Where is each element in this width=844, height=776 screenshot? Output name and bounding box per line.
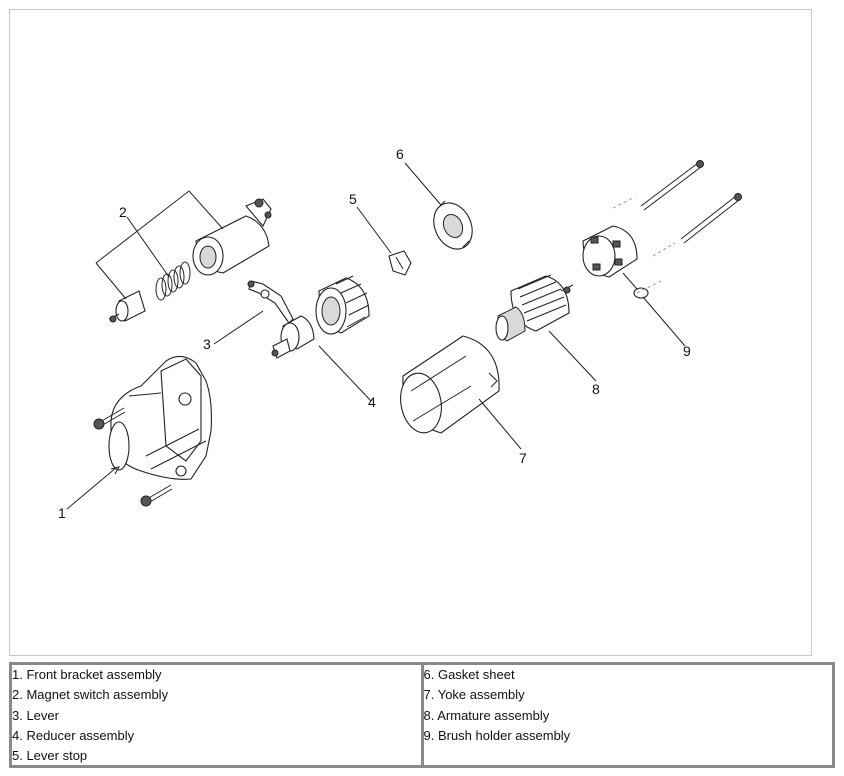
through-bolt-lower <box>680 193 742 244</box>
callout-1: 1 <box>58 505 66 521</box>
callout-5: 5 <box>349 191 357 207</box>
reducer-assembly <box>271 275 370 359</box>
callout-6: 6 <box>396 146 404 162</box>
callout-7: 7 <box>519 450 527 466</box>
legend-item: 7. Yoke assembly <box>423 687 525 703</box>
yoke-assembly <box>400 335 500 434</box>
exploded-diagram-frame: 1 2 3 4 5 6 7 8 9 <box>9 9 812 656</box>
legend-item: 3. Lever <box>12 707 59 723</box>
callout-4: 4 <box>368 394 376 410</box>
parts-legend-table: 1. Front bracket assembly 2. Magnet swit… <box>9 662 835 768</box>
callout-2: 2 <box>119 204 127 220</box>
callout-3: 3 <box>203 336 211 352</box>
legend-column-left: 1. Front bracket assembly 2. Magnet swit… <box>12 665 421 765</box>
legend-item: 5. Lever stop <box>12 748 88 764</box>
lever-stop <box>388 250 412 276</box>
legend-column-right: 6. Gasket sheet 7. Yoke assembly 8. Arma… <box>420 665 833 765</box>
leader-lines <box>66 162 686 510</box>
legend-item: 4. Reducer assembly <box>12 727 135 743</box>
brush-holder-assembly <box>582 225 649 299</box>
bolt-upper <box>93 407 126 430</box>
magnet-switch-body <box>192 198 272 276</box>
bolt-lower <box>140 484 173 507</box>
through-bolt-upper <box>640 160 704 211</box>
gasket-sheet <box>433 200 473 250</box>
legend-item: 6. Gasket sheet <box>423 667 515 682</box>
legend-item: 8. Armature assembly <box>423 707 550 723</box>
armature-assembly <box>495 274 574 342</box>
legend-item: 9. Brush holder assembly <box>423 727 571 743</box>
lever <box>247 280 294 324</box>
magnet-switch-plunger <box>108 290 146 323</box>
callout-8: 8 <box>592 381 600 397</box>
magnet-switch-spring <box>155 261 191 301</box>
legend-item: 2. Magnet switch assembly <box>12 687 169 703</box>
front-bracket-assembly <box>108 355 212 480</box>
legend-item: 1. Front bracket assembly <box>12 667 162 682</box>
callout-9: 9 <box>683 343 691 359</box>
starter-motor-exploded-diagram: 1 2 3 4 5 6 7 8 9 <box>58 146 742 521</box>
